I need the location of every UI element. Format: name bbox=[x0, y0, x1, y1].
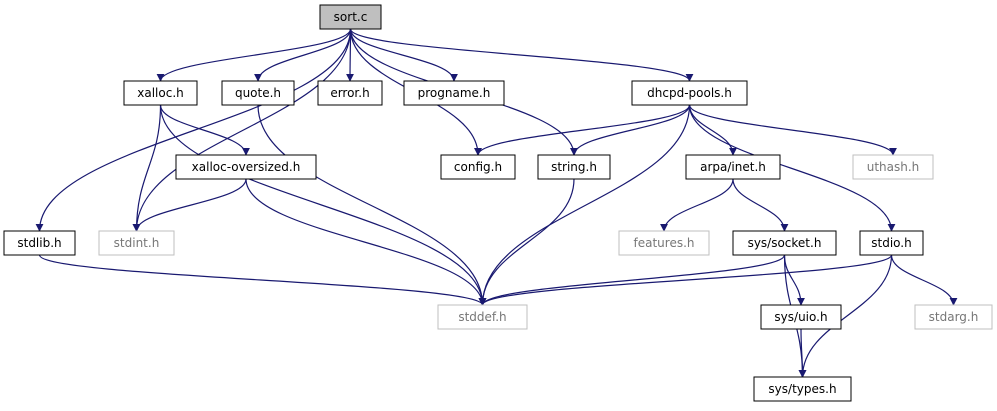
edge-dhcpd_pools_h-to-stddef_h bbox=[478, 104, 691, 306]
node-box-stddef_h bbox=[437, 304, 528, 330]
node-label-stdlib_h: stdlib.h bbox=[17, 236, 61, 250]
edge-dhcpd_pools_h-to-arpa_inet_h bbox=[688, 104, 737, 156]
node-box-stdint_h bbox=[98, 230, 175, 256]
edge-stdio_h-to-stddef_h bbox=[478, 254, 893, 306]
node-box-config_h[interactable] bbox=[440, 154, 516, 180]
node-arpa_inet_h[interactable]: arpa/inet.h bbox=[685, 154, 781, 180]
node-error_h[interactable]: error.h bbox=[317, 80, 383, 106]
nodes-layer: sort.c xalloc.h quote.h error.h progname.h dh… bbox=[3, 4, 993, 402]
node-box-stdio_h[interactable] bbox=[859, 230, 924, 256]
edge-sys_uio_h-to-sys_types_h bbox=[798, 328, 807, 378]
node-box-sys_types_h[interactable] bbox=[753, 376, 852, 402]
edge-arpa_inet_h-to-features_h bbox=[660, 178, 734, 232]
edge-xalloc_h-to-stddef_h bbox=[159, 104, 487, 306]
node-label-sys_socket_h: sys/socket.h bbox=[748, 236, 822, 250]
node-box-xalloc_h[interactable] bbox=[123, 80, 198, 106]
node-progname_h[interactable]: progname.h bbox=[403, 80, 505, 106]
node-stdlib_h[interactable]: stdlib.h bbox=[3, 230, 76, 256]
node-box-dhcpd_pools_h[interactable] bbox=[631, 80, 748, 106]
edge-quote_h-to-stddef_h bbox=[257, 104, 487, 306]
node-uthash_h: uthash.h bbox=[852, 154, 934, 180]
node-quote_h[interactable]: quote.h bbox=[221, 80, 295, 106]
node-sys_socket_h[interactable]: sys/socket.h bbox=[732, 230, 837, 256]
edge-sort_c-to-stdlib_h bbox=[35, 28, 352, 232]
node-box-arpa_inet_h[interactable] bbox=[685, 154, 781, 180]
node-label-stdarg_h: stdarg.h bbox=[929, 310, 979, 324]
edges-layer bbox=[35, 28, 958, 378]
node-label-sort_c: sort.c bbox=[334, 10, 368, 24]
node-label-config_h: config.h bbox=[454, 160, 502, 174]
node-box-xalloc_oversized_h[interactable] bbox=[175, 154, 317, 180]
edge-sys_socket_h-to-sys_uio_h bbox=[783, 254, 805, 306]
node-stddef_h: stddef.h bbox=[437, 304, 528, 330]
node-box-sys_socket_h[interactable] bbox=[732, 230, 837, 256]
edge-dhcpd_pools_h-to-config_h bbox=[474, 104, 691, 156]
node-box-sys_uio_h[interactable] bbox=[760, 304, 842, 330]
node-label-sys_uio_h: sys/uio.h bbox=[774, 310, 827, 324]
node-box-stdarg_h bbox=[914, 304, 993, 330]
node-box-quote_h[interactable] bbox=[221, 80, 295, 106]
node-sort_c[interactable]: sort.c bbox=[319, 4, 382, 30]
edge-sort_c-to-progname_h bbox=[349, 28, 458, 82]
node-box-progname_h[interactable] bbox=[403, 80, 505, 106]
node-label-stdint_h: stdint.h bbox=[114, 236, 160, 250]
node-label-stddef_h: stddef.h bbox=[458, 310, 506, 324]
edge-dhcpd_pools_h-to-uthash_h bbox=[688, 104, 897, 156]
node-box-error_h[interactable] bbox=[317, 80, 383, 106]
node-label-xalloc_oversized_h: xalloc-oversized.h bbox=[192, 160, 301, 174]
edge-xalloc_oversized_h-to-stdint_h bbox=[132, 178, 247, 232]
node-stdarg_h: stdarg.h bbox=[914, 304, 993, 330]
node-label-quote_h: quote.h bbox=[235, 86, 281, 100]
node-dhcpd_pools_h[interactable]: dhcpd-pools.h bbox=[631, 80, 748, 106]
node-features_h: features.h bbox=[618, 230, 710, 256]
node-label-progname_h: progname.h bbox=[418, 86, 491, 100]
node-xalloc_h[interactable]: xalloc.h bbox=[123, 80, 198, 106]
node-label-arpa_inet_h: arpa/inet.h bbox=[700, 160, 766, 174]
node-box-stdlib_h[interactable] bbox=[3, 230, 76, 256]
node-box-string_h[interactable] bbox=[537, 154, 611, 180]
node-label-sys_types_h: sys/types.h bbox=[768, 382, 836, 396]
node-box-uthash_h bbox=[852, 154, 934, 180]
node-box-sort_c[interactable] bbox=[319, 4, 382, 30]
edge-xalloc_oversized_h-to-stddef_h bbox=[245, 178, 487, 306]
edge-sys_socket_h-to-stddef_h bbox=[478, 254, 786, 306]
node-string_h[interactable]: string.h bbox=[537, 154, 611, 180]
node-label-features_h: features.h bbox=[634, 236, 695, 250]
node-label-error_h: error.h bbox=[330, 86, 369, 100]
node-config_h[interactable]: config.h bbox=[440, 154, 516, 180]
edge-stdio_h-to-stdarg_h bbox=[890, 254, 958, 306]
node-label-stdio_h: stdio.h bbox=[871, 236, 911, 250]
edge-dhcpd_pools_h-to-stdio_h bbox=[688, 104, 896, 232]
node-stdio_h[interactable]: stdio.h bbox=[859, 230, 924, 256]
edge-sort_c-to-stdint_h bbox=[132, 28, 352, 232]
node-label-uthash_h: uthash.h bbox=[867, 160, 920, 174]
node-label-dhcpd_pools_h: dhcpd-pools.h bbox=[647, 86, 732, 100]
node-label-string_h: string.h bbox=[551, 160, 597, 174]
node-label-xalloc_h: xalloc.h bbox=[137, 86, 183, 100]
edge-sort_c-to-quote_h bbox=[254, 28, 352, 82]
edge-string_h-to-stddef_h bbox=[478, 178, 575, 306]
edge-stdlib_h-to-stddef_h bbox=[38, 254, 487, 306]
edge-sort_c-to-dhcpd_pools_h bbox=[349, 28, 694, 82]
node-xalloc_oversized_h[interactable]: xalloc-oversized.h bbox=[175, 154, 317, 180]
edge-sort_c-to-xalloc_h bbox=[156, 28, 352, 82]
node-box-features_h bbox=[618, 230, 710, 256]
edge-arpa_inet_h-to-sys_socket_h bbox=[732, 178, 789, 232]
edge-dhcpd_pools_h-to-string_h bbox=[570, 104, 691, 156]
edge-stdio_h-to-sys_types_h bbox=[798, 254, 893, 378]
node-sys_types_h[interactable]: sys/types.h bbox=[753, 376, 852, 402]
node-stdint_h: stdint.h bbox=[98, 230, 175, 256]
edge-xalloc_h-to-stdint_h bbox=[132, 104, 162, 232]
edge-xalloc_h-to-xalloc_oversized_h bbox=[159, 104, 250, 156]
node-sys_uio_h[interactable]: sys/uio.h bbox=[760, 304, 842, 330]
